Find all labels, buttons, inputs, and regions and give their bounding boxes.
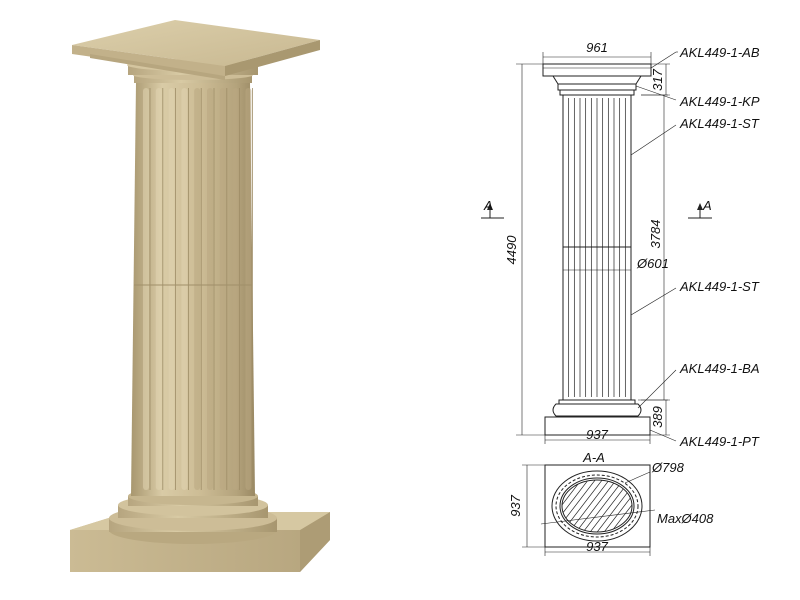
- render-flute: [168, 88, 175, 490]
- render-base: [109, 487, 277, 544]
- hatch-line: [562, 480, 593, 532]
- hatch-line: [562, 480, 579, 532]
- part-label-shaft-lower: AKL449-1-ST: [679, 279, 760, 294]
- section-aa-drawing: A-A 937 937 Ø798 MaxØ408: [508, 450, 714, 556]
- render-flutes: [143, 88, 253, 490]
- dim-bottom-width-label: 937: [586, 427, 608, 442]
- section-title: A-A: [582, 450, 605, 465]
- part-label-plinth: AKL449-1-PT: [679, 434, 760, 449]
- elev-abacus: [542, 63, 652, 77]
- section-marker-left-label: A: [483, 198, 493, 213]
- render-flute: [155, 88, 162, 490]
- section-plinth-outline: [544, 464, 651, 548]
- dim-shaft-diameter: Ø601: [563, 256, 669, 271]
- elev-plinth: [544, 416, 651, 436]
- render-flute: [219, 88, 226, 490]
- dim-total-height: 4490: [504, 63, 545, 436]
- dim-section-width: 937: [544, 539, 651, 556]
- hatch-line: [590, 480, 632, 532]
- column-render: [70, 20, 330, 572]
- dim-shaft-height: 3784: [641, 94, 668, 401]
- dim-shaft-diameter-label: Ø601: [636, 256, 669, 271]
- dim-total-height-label: 4490: [504, 235, 519, 265]
- dim-shaft-height-label: 3784: [648, 220, 663, 249]
- hatch-line: [562, 480, 600, 532]
- dim-outer-diameter-label: Ø798: [651, 460, 685, 475]
- hatch-line: [562, 480, 586, 532]
- hatch-line: [611, 480, 632, 532]
- render-flute: [207, 88, 213, 490]
- part-leaders: AKL449-1-AB AKL449-1-KP AKL449-1-ST AKL4…: [630, 45, 760, 449]
- dim-capital-height-label: 317: [650, 68, 665, 90]
- hatch-line: [633, 475, 683, 540]
- render-flute: [232, 88, 239, 490]
- dim-section-side-label: 937: [508, 494, 523, 516]
- render-abacus: [72, 20, 320, 80]
- dim-section-side: 937: [508, 464, 545, 548]
- render-flute: [181, 88, 188, 490]
- elev-capital: [552, 75, 642, 85]
- section-marker-left: A: [481, 198, 504, 219]
- dim-top-width: 961: [542, 40, 652, 64]
- dim-top-width-label: 961: [586, 40, 608, 55]
- render-flute: [194, 88, 201, 490]
- part-label-base: AKL449-1-BA: [679, 361, 760, 376]
- elevation-drawing: 961 4490 3784 317 389: [481, 40, 760, 449]
- render-shaft: [131, 82, 255, 496]
- dim-base-height-label: 389: [650, 406, 665, 428]
- section-outer-circle: [551, 470, 643, 542]
- section-hatch: [562, 475, 683, 540]
- render-flute: [245, 88, 252, 490]
- hatch-line: [562, 480, 572, 532]
- part-label-abacus: AKL449-1-AB: [679, 45, 760, 60]
- part-label-capital: AKL449-1-KP: [679, 94, 760, 109]
- section-inner-circle: [561, 479, 633, 533]
- dim-capital-height: 317: [641, 63, 670, 96]
- section-marker-right-label: A: [702, 198, 712, 213]
- render-flute: [143, 88, 149, 490]
- section-marker-right: A: [688, 198, 712, 219]
- dim-base-height: 389: [638, 399, 670, 436]
- elev-base: [558, 399, 636, 405]
- dim-section-width-label: 937: [586, 539, 608, 554]
- dim-bottom-width: 937: [544, 427, 651, 444]
- dim-inner-diameter-label: MaxØ408: [657, 511, 714, 526]
- hatch-line: [597, 480, 632, 532]
- part-label-shaft-upper: AKL449-1-ST: [679, 116, 760, 131]
